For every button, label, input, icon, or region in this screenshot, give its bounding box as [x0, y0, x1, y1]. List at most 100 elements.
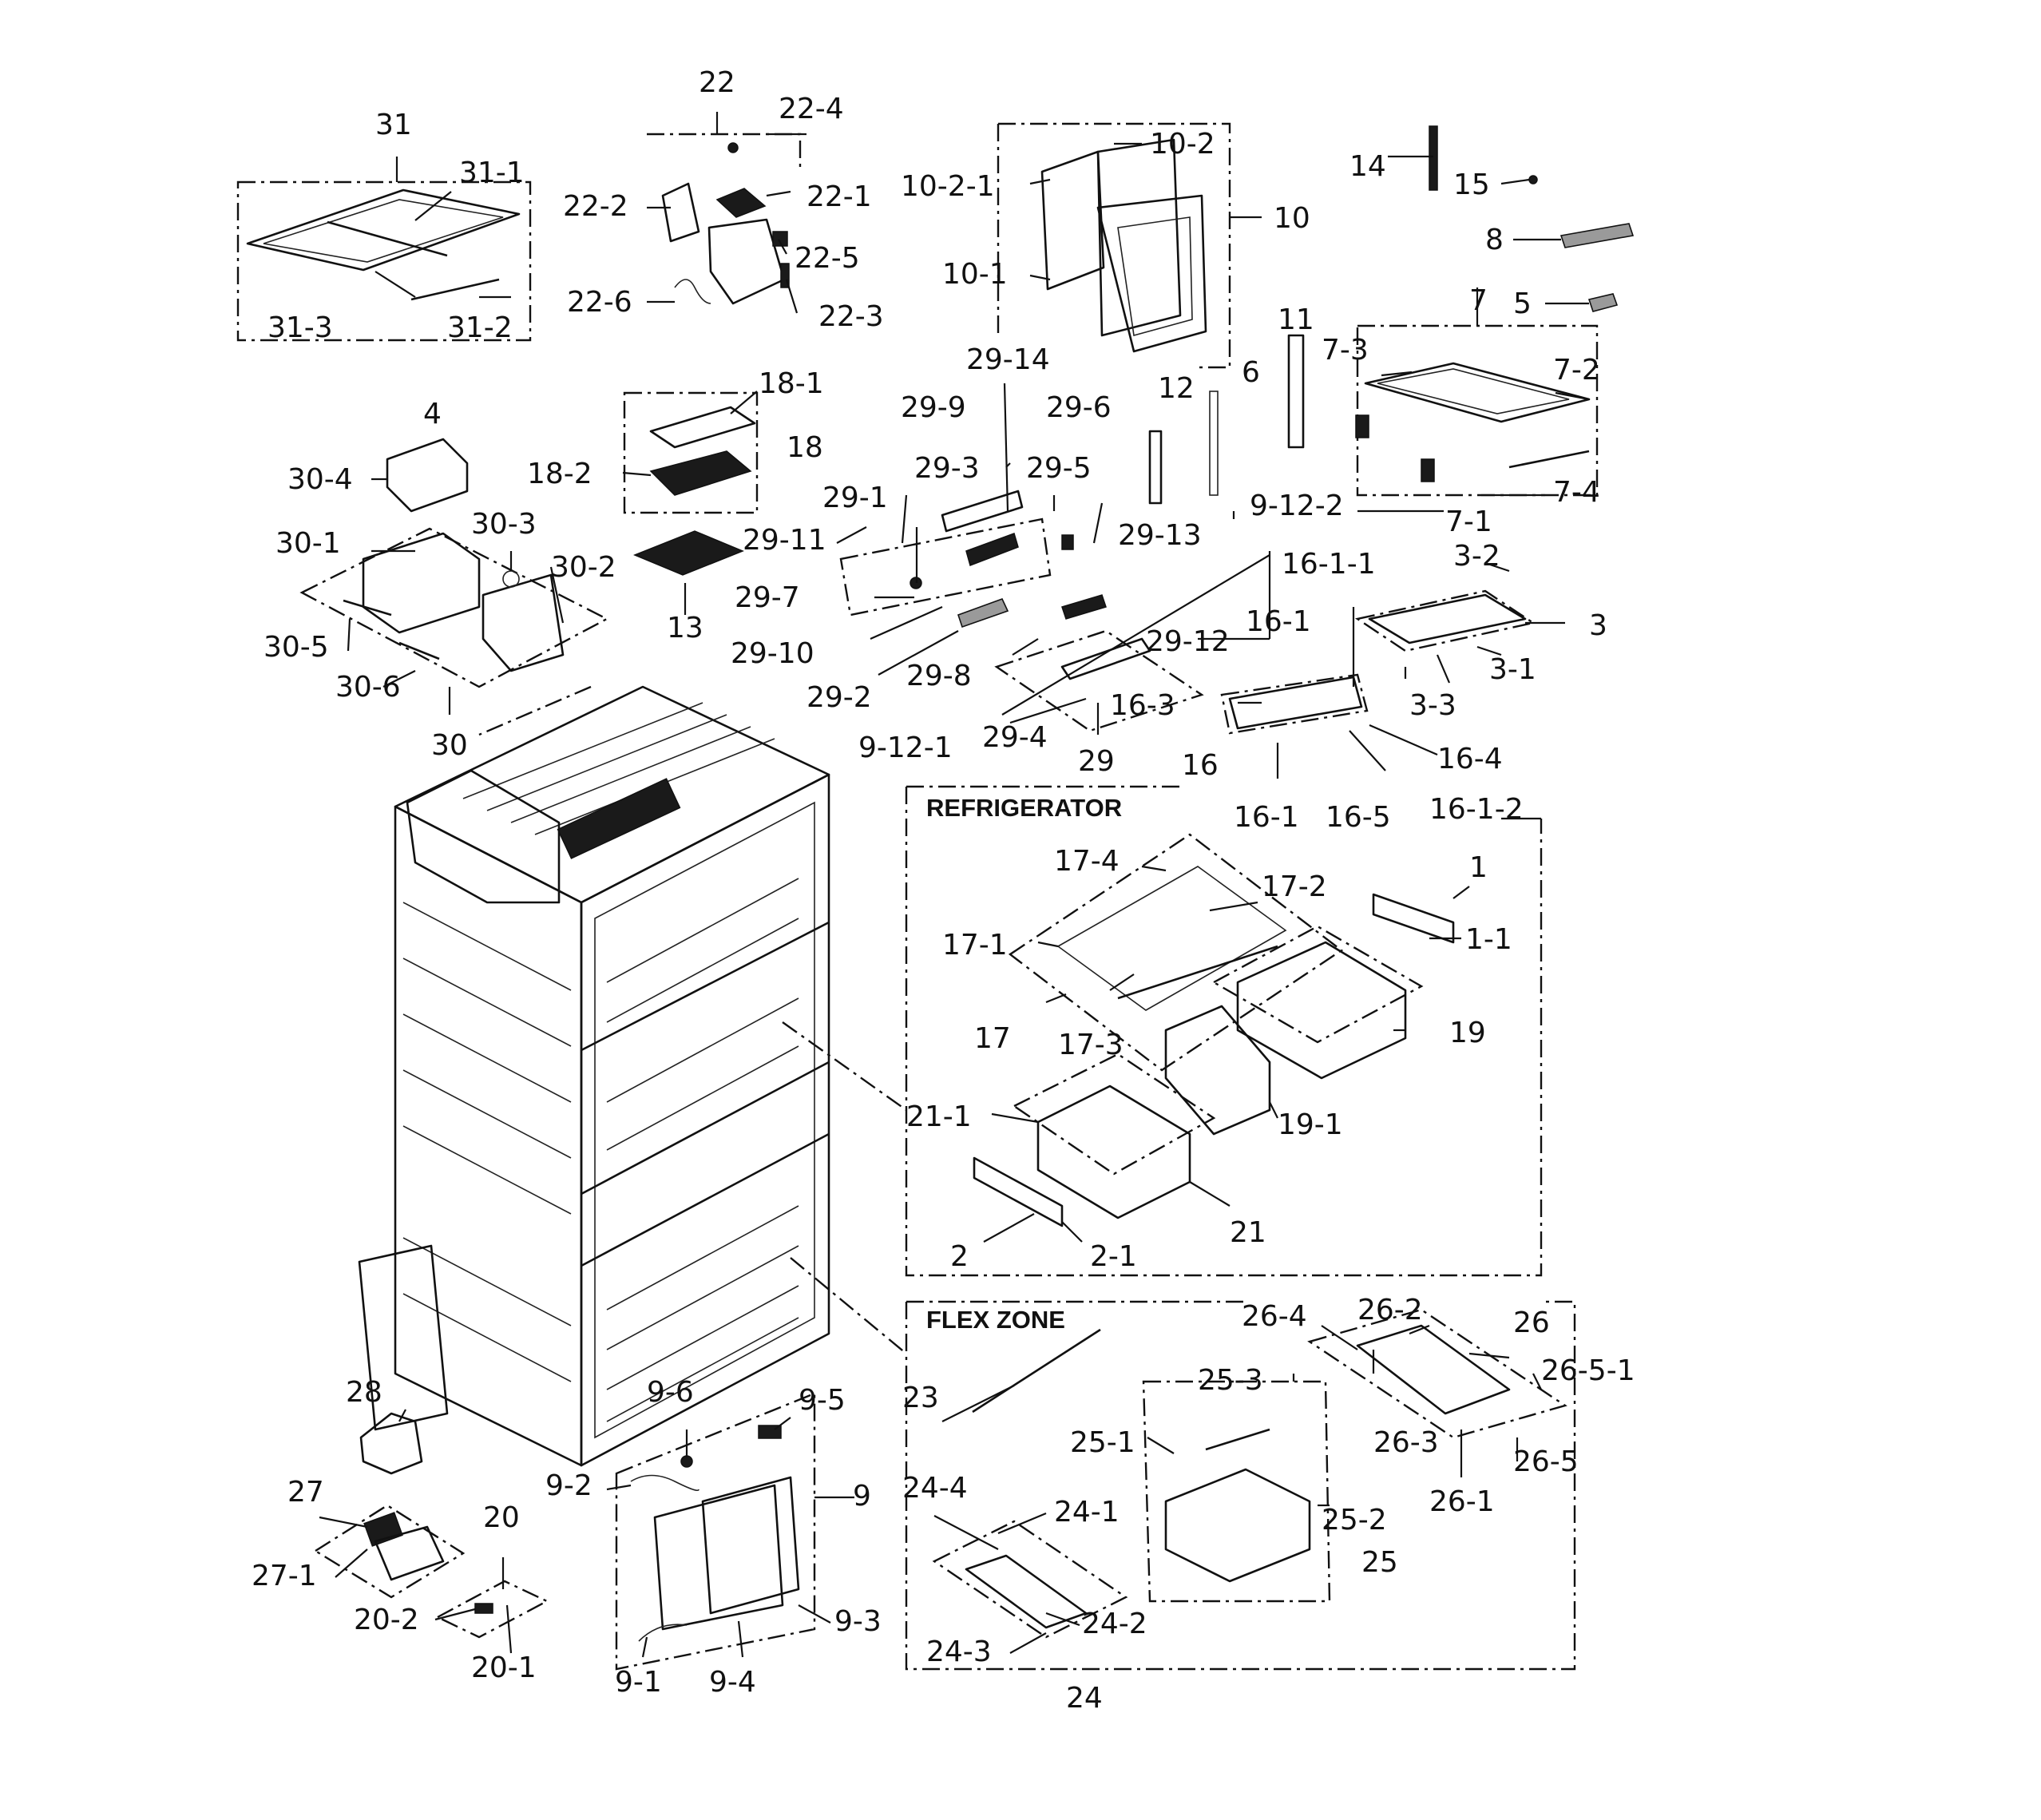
callout-24-2: 24-2 [1082, 1608, 1147, 1640]
callout-29-1: 29-1 [822, 482, 888, 514]
part-22-5 [772, 231, 788, 247]
part-7-glass [1377, 368, 1570, 414]
part-27-1 [363, 1512, 403, 1547]
part-12-strip [1148, 430, 1163, 505]
callout-29: 29 [1078, 745, 1115, 778]
callout-9-6: 9-6 [647, 1376, 694, 1409]
callout-10-2-1: 10-2-1 [901, 170, 995, 203]
part-31-2-trim [410, 278, 500, 301]
callout-3-3: 3-3 [1409, 689, 1456, 722]
callout-9-2: 9-2 [545, 1469, 592, 1502]
part-30-1 [362, 532, 481, 634]
connector-refrigerator [782, 1021, 907, 1111]
callout-29-14: 29-14 [966, 343, 1050, 376]
group-19-outline [1211, 925, 1424, 1044]
callout-14: 14 [1349, 150, 1386, 183]
part-17-cover [1056, 866, 1287, 1011]
part-4 [386, 438, 469, 513]
cabinet-inner-frame [594, 801, 815, 1439]
callout-16-1-1: 16-1-1 [1282, 548, 1376, 581]
callout-5: 5 [1513, 287, 1532, 320]
leader-lines [319, 112, 1590, 1658]
callout-20-1: 20-1 [471, 1651, 537, 1684]
section-title-refrigerator: REFRIGERATOR [926, 794, 1122, 822]
callout-24-3: 24-3 [926, 1636, 992, 1668]
callout-30-3: 30-3 [471, 508, 537, 541]
control-panel-grille [557, 778, 681, 859]
part-30-3 [502, 570, 520, 588]
part-26-rail [1356, 1324, 1511, 1415]
cabinet-rear-base [358, 1244, 449, 1431]
part-14 [1429, 125, 1438, 191]
callout-25-2: 25-2 [1322, 1504, 1387, 1536]
callout-25-3: 25-3 [1198, 1364, 1263, 1397]
callout-27: 27 [287, 1476, 324, 1509]
callout-30-2: 30-2 [551, 551, 616, 584]
group-29-bottom [994, 629, 1204, 732]
part-23-bar [972, 1328, 1101, 1414]
callout-26-5-1: 26-5-1 [1541, 1354, 1635, 1387]
part-22-3 [780, 263, 790, 288]
part-29-3 [941, 490, 1024, 533]
part-9-2-wire [630, 1474, 699, 1492]
connector-flexzone [790, 1257, 907, 1354]
callout-30-6: 30-6 [335, 671, 401, 704]
callout-22-2: 22-2 [563, 190, 628, 223]
callout-31-3: 31-3 [268, 311, 333, 344]
part-1-rail [1372, 893, 1455, 944]
part-30-5 [343, 599, 392, 617]
part-25-basket [1164, 1468, 1311, 1583]
group-21-outline [1012, 1053, 1216, 1176]
part-16-shelf [1228, 676, 1363, 730]
callout-31-2: 31-2 [447, 311, 513, 344]
callout-31-1: 31-1 [459, 157, 525, 189]
callout-21: 21 [1230, 1216, 1266, 1249]
callout-20: 20 [483, 1501, 520, 1534]
callout-28: 28 [346, 1376, 382, 1409]
callout-29-12: 29-12 [1146, 625, 1230, 658]
callout-24: 24 [1066, 1682, 1103, 1715]
callout-12: 12 [1158, 372, 1195, 405]
cabinet-front [580, 773, 830, 1467]
callout-6: 6 [1242, 356, 1260, 389]
callout-2-1: 2-1 [1090, 1240, 1137, 1273]
callout-7-3: 7-3 [1322, 334, 1369, 367]
callout-29-8: 29-8 [906, 660, 972, 692]
callout-2: 2 [950, 1240, 969, 1273]
callout-24-4: 24-4 [902, 1472, 968, 1505]
callout-17-3: 17-3 [1058, 1029, 1124, 1061]
part-22-2 [661, 182, 700, 243]
callout-9-5: 9-5 [799, 1384, 846, 1417]
group-27-outline [313, 1504, 466, 1599]
group-22-outline [647, 133, 802, 169]
group-9-outline [615, 1392, 816, 1671]
callout-1-1: 1-1 [1465, 923, 1512, 956]
callout-21-1: 21-1 [906, 1100, 972, 1133]
part-30-2 [482, 573, 565, 672]
part-29-11 [965, 533, 1019, 566]
callout-1: 1 [1469, 851, 1488, 884]
part-18-cover [649, 450, 752, 496]
group-3-outline [1354, 589, 1536, 652]
callout-9-12-2: 9-12-2 [1250, 490, 1344, 522]
callout-10: 10 [1274, 202, 1310, 235]
part-5 [1587, 293, 1619, 312]
callout-labels: 31 31-1 31-2 31-3 22 22-4 22-1 22-2 22-5… [252, 66, 1635, 1715]
callout-29-11: 29-11 [743, 524, 826, 557]
callout-17-1: 17-1 [942, 929, 1008, 962]
part-22-housing [707, 218, 786, 305]
callout-22: 22 [699, 66, 735, 99]
group-20-outline [435, 1580, 549, 1639]
callout-29-4: 29-4 [982, 721, 1048, 754]
callout-25-1: 25-1 [1070, 1426, 1135, 1459]
part-28 [359, 1412, 423, 1475]
callout-9: 9 [853, 1480, 871, 1513]
callout-10-1: 10-1 [942, 258, 1008, 291]
part-10-2-1 [1040, 150, 1105, 291]
part-22-6-wire [674, 279, 711, 304]
callout-20-2: 20-2 [354, 1604, 419, 1636]
callout-11: 11 [1278, 303, 1314, 336]
cabinet-mullion-2 [581, 1132, 830, 1267]
callout-17-2: 17-2 [1262, 870, 1327, 903]
